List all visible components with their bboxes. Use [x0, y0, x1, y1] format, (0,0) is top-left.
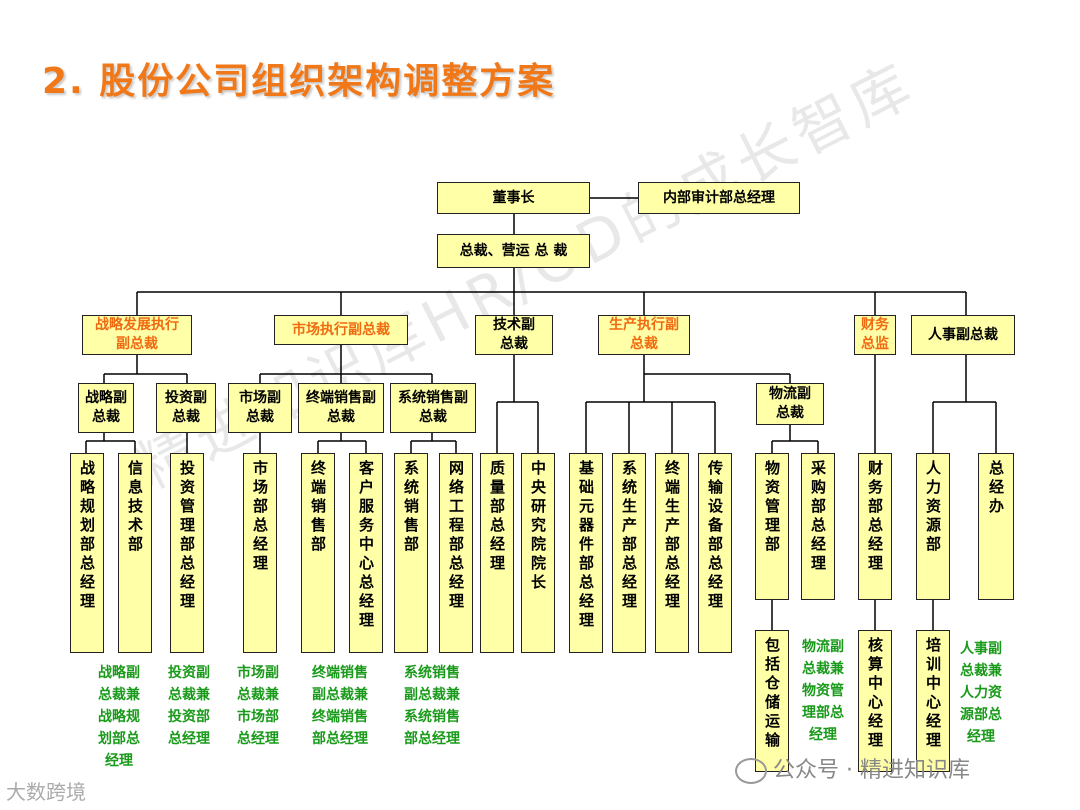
ceo-box: 总裁、营运 总 裁 — [437, 234, 590, 268]
production-vp-box: 生产执行副总裁 — [598, 315, 690, 355]
warehouse-transport-box: 包括仓储运输 — [755, 630, 789, 772]
market-vp-box: 市场执行副总裁 — [274, 315, 408, 345]
system-sales-dept-box: 系统销售部 — [394, 453, 428, 653]
general-office-box: 总经办 — [978, 453, 1014, 600]
invest-vp-box: 投资副总裁 — [156, 383, 216, 433]
network-engineering-dept-box: 网络工程部总经理 — [439, 453, 473, 653]
accounting-center-box: 核算中心经理 — [858, 630, 892, 772]
board-chairman-box: 董事长 — [437, 182, 590, 214]
quality-dept-box: 质量部总经理 — [480, 453, 514, 653]
central-research-institute-box: 中央研究院院长 — [521, 453, 555, 653]
note-terminal-sales: 终端销售副总裁兼终端销售部总经理 — [312, 665, 368, 747]
terminal-production-dept-box: 终端生产部总经理 — [655, 453, 689, 653]
it-dept-box: 信息技术部 — [118, 453, 152, 653]
wechat-icon — [735, 758, 767, 784]
hr-vp-box: 人事副总裁 — [911, 315, 1015, 355]
note-hr: 人事副总裁兼人力资源部总经理 — [960, 641, 1002, 745]
basic-components-dept-box: 基础元器件部总经理 — [569, 453, 603, 653]
system-production-dept-box: 系统生产部总经理 — [612, 453, 646, 653]
hr-dept-box: 人力资源部 — [916, 453, 950, 600]
terminal-sales-vp-box: 终端销售副总裁 — [298, 383, 384, 433]
note-strategy: 战略副总裁兼战略规划部总经理 — [98, 665, 140, 769]
footer-watermark: 公众号 · 精进知识库 — [735, 752, 970, 784]
note-logistics: 物流副总裁兼物资管理部总经理 — [802, 639, 844, 743]
internal-audit-box: 内部审计部总经理 — [638, 182, 800, 214]
strategy-vp-box: 战略发展执行副总裁 — [82, 315, 192, 355]
strategy-sub-vp-box: 战略副总裁 — [78, 383, 134, 433]
finance-director-box: 财务总监 — [854, 315, 896, 355]
system-sales-vp-box: 系统销售副总裁 — [390, 383, 476, 433]
corner-logo: 大数跨境 — [6, 780, 86, 804]
finance-dept-box: 财务部总经理 — [858, 453, 892, 600]
procurement-dept-box: 采购部总经理 — [801, 453, 835, 600]
market-sub-vp-box: 市场副总裁 — [228, 383, 292, 433]
tech-vp-box: 技术副总裁 — [475, 315, 553, 355]
market-dept-box: 市场部总经理 — [243, 453, 277, 653]
page-title: 2. 股份公司组织架构调整方案 — [42, 61, 556, 102]
strategy-planning-dept-box: 战略规划部总经理 — [70, 453, 104, 653]
training-center-box: 培训中心经理 — [916, 630, 950, 772]
terminal-sales-dept-box: 终端销售部 — [301, 453, 335, 653]
investment-mgmt-dept-box: 投资管理部总经理 — [170, 453, 204, 653]
customer-service-center-box: 客户服务中心总经理 — [349, 453, 383, 653]
transmission-equipment-dept-box: 传输设备部总经理 — [698, 453, 732, 653]
note-system-sales: 系统销售副总裁兼系统销售部总经理 — [404, 665, 460, 747]
note-investment: 投资副总裁兼投资部总经理 — [168, 665, 210, 747]
note-market: 市场副总裁兼市场部总经理 — [237, 665, 279, 747]
materials-mgmt-dept-box: 物资管理部 — [755, 453, 789, 600]
logistics-vp-box: 物流副总裁 — [756, 383, 824, 425]
